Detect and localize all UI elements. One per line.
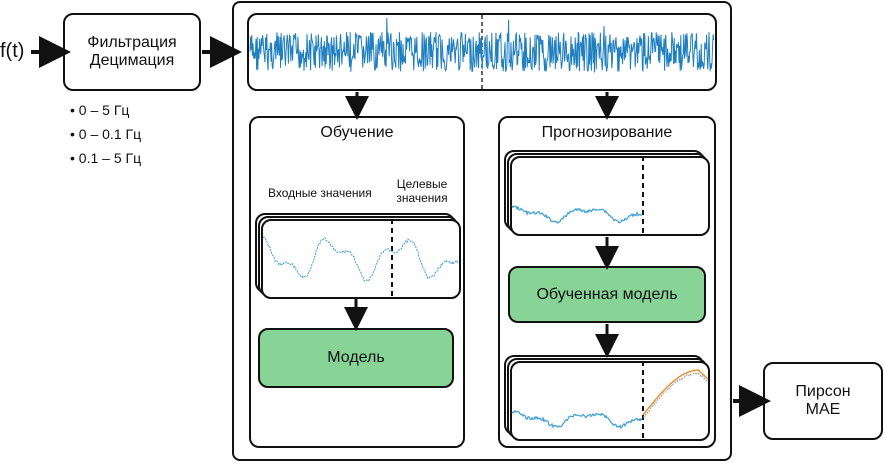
forecast-input-signal: [511, 205, 642, 224]
model-label: Модель: [327, 349, 385, 366]
model-box: Модель: [258, 328, 454, 388]
forecast-prediction-signal: [642, 369, 709, 416]
band-item: • 0 – 5 Гц: [70, 102, 130, 118]
training-title: Обучение: [320, 124, 394, 141]
training-window: [261, 219, 461, 299]
band-item: • 0 – 0.1 Гц: [70, 126, 142, 142]
target-values-line2: значения: [396, 191, 448, 205]
forecast-output-history-signal: [511, 409, 643, 429]
target-values-line1: Целевые: [396, 177, 448, 191]
frequency-bands-list: • 0 – 5 Гц • 0 – 0.1 Гц • 0.1 – 5 Гц: [70, 98, 141, 170]
band-text: 0.1 – 5 Гц: [78, 150, 142, 166]
metrics-box: Пирсон MAE: [763, 362, 883, 440]
target-values-label: Целевые значения: [388, 177, 456, 205]
input-values-label: Входные значения: [268, 186, 372, 200]
forecast-output-window: [510, 361, 710, 441]
filter-label: Фильтрация: [87, 34, 177, 51]
forecast-input-window: [510, 156, 710, 236]
filter-decimation-box: Фильтрация Децимация: [63, 13, 201, 91]
band-text: 0 – 5 Гц: [78, 102, 130, 118]
trained-model-label: Обученная модель: [536, 285, 678, 303]
raw-signal-line: [249, 17, 715, 73]
trained-model-box: Обученная модель: [508, 266, 706, 323]
band-item: • 0.1 – 5 Гц: [70, 150, 142, 166]
training-window-signal: [262, 236, 459, 282]
forecast-ground-truth-signal: [642, 372, 709, 418]
mae-label: MAE: [805, 401, 841, 418]
forecasting-title: Прогнозирование: [541, 124, 673, 141]
decimation-label: Децимация: [89, 52, 175, 69]
band-text: 0 – 0.1 Гц: [78, 126, 142, 142]
pearson-label: Пирсон: [795, 383, 851, 400]
input-signal-label: f(t): [0, 40, 25, 62]
